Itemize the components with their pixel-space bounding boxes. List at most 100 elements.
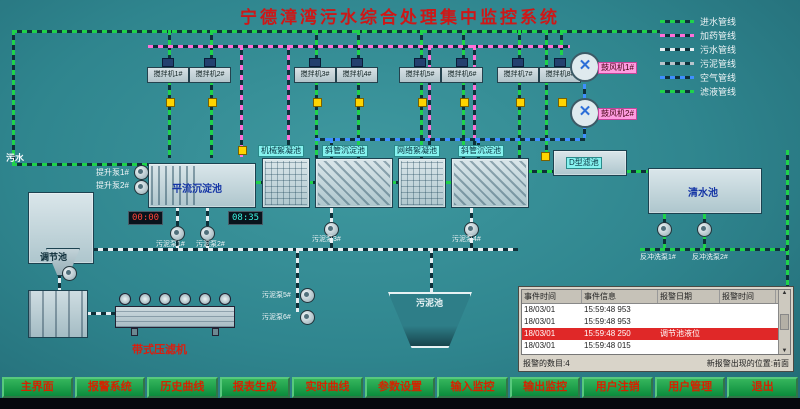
mixer-7[interactable]: 搅拌机7# — [497, 58, 539, 83]
alarm-col-header: 事件时间 — [522, 290, 582, 303]
menu-button-user-management[interactable]: 用户管理 — [654, 377, 726, 398]
scroll-up-icon[interactable]: ▲ — [781, 290, 788, 296]
alarm-table-header: 事件时间 事件信息 报警日期 报警时间 — [522, 290, 790, 304]
sludge-pump-icon[interactable] — [62, 266, 77, 281]
mixer-label: 搅拌机3# — [294, 67, 336, 83]
legend-item: 进水管线 — [660, 14, 792, 28]
valve-icon[interactable] — [418, 98, 427, 107]
mixer-label: 搅拌机5# — [399, 67, 441, 83]
mixer-5[interactable]: 搅拌机5# — [399, 58, 441, 83]
menu-button-history-curve[interactable]: 历史曲线 — [147, 377, 218, 398]
menu-button-realtime-curve[interactable]: 实时曲线 — [292, 377, 363, 398]
blower-fan-icon[interactable]: ✕ — [570, 52, 600, 82]
legend-item: 加药管线 — [660, 28, 792, 42]
alarm-col-header: 报警日期 — [658, 290, 720, 303]
sludge-pump-icon[interactable] — [324, 222, 339, 237]
backwash-pump-icon[interactable] — [697, 222, 712, 237]
pipe-tank-connector — [527, 170, 555, 173]
mixer-3[interactable]: 搅拌机3# — [294, 58, 336, 83]
mixer-4[interactable]: 搅拌机4# — [336, 58, 378, 83]
pipe-tank-connector — [391, 181, 400, 184]
menu-button-exit[interactable]: 退出 — [727, 377, 799, 398]
menu-button-main[interactable]: 主界面 — [2, 377, 73, 398]
mixer-1[interactable]: 搅拌机1# — [147, 58, 189, 83]
tank-label: 污泥池 — [416, 298, 444, 308]
belt-filter-press — [115, 293, 235, 336]
lift-pump-label: 提升泵1# — [96, 168, 129, 177]
mixer-2[interactable]: 搅拌机2# — [189, 58, 231, 83]
tank-label: D型滤池 — [566, 157, 602, 169]
mixer-label: 搅拌机6# — [441, 67, 483, 83]
pipe-sludge-main — [58, 248, 518, 251]
scroll-down-icon[interactable]: ▼ — [781, 348, 788, 354]
valve-icon[interactable] — [558, 98, 567, 107]
lift-pump-icon[interactable] — [134, 180, 149, 195]
alarm-cell — [720, 328, 776, 340]
sludge-pump-icon[interactable] — [200, 226, 215, 241]
menu-button-alarm-system[interactable]: 报警系统 — [74, 377, 146, 398]
press-leg — [212, 328, 219, 336]
tank-label: 清水池 — [688, 188, 718, 199]
alarm-row[interactable]: 18/03/01 15:59:48 015 — [522, 340, 790, 352]
alarm-date: 18/03/01 — [524, 317, 556, 326]
sludge-pump-icon[interactable] — [170, 226, 185, 241]
roller-icon — [219, 293, 231, 305]
sludge-line-swatch-icon — [660, 61, 694, 65]
legend-item: 污水管线 — [660, 42, 792, 56]
alarm-row[interactable]: 18/03/01 15:59:48 953 — [522, 316, 790, 328]
lift-pump-icon[interactable] — [134, 165, 149, 180]
legend-label: 加药管线 — [700, 30, 737, 41]
blower-fan-icon[interactable]: ✕ — [570, 98, 600, 128]
legend-item: 污泥管线 — [660, 56, 792, 70]
alarm-col-header: 事件信息 — [582, 290, 658, 303]
os-taskbar[interactable] — [0, 398, 800, 409]
alarm-panel: 事件时间 事件信息 报警日期 报警时间 18/03/01 15:59:48 95… — [518, 286, 794, 372]
valve-icon[interactable] — [313, 98, 322, 107]
pipe-dosing-drop — [473, 45, 476, 157]
sludge-pump-icon[interactable] — [300, 288, 315, 303]
pipe-mixer-drop — [168, 30, 171, 158]
alarm-row[interactable]: 18/03/01 15:59:48 953 — [522, 304, 790, 316]
menu-button-output-monitor[interactable]: 输出监控 — [509, 377, 581, 398]
valve-icon[interactable] — [355, 98, 364, 107]
tank-pattern — [265, 161, 307, 205]
tank-pattern — [454, 161, 526, 205]
filtrate-line-swatch-icon — [660, 89, 694, 93]
tank-horizontal-sedimentation — [148, 163, 256, 208]
alarm-row-active[interactable]: 18/03/01 15:59:48 250 调节池液位 — [522, 328, 790, 340]
sludge-pump-icon[interactable] — [300, 310, 315, 325]
tank-label: 平流沉淀池 — [172, 184, 222, 195]
valve-icon[interactable] — [541, 152, 550, 161]
menu-button-report[interactable]: 报表生成 — [219, 377, 291, 398]
backwash-pump-icon[interactable] — [657, 222, 672, 237]
valve-icon[interactable] — [460, 98, 469, 107]
tank-inclined-tube-sedimentation-1 — [315, 158, 393, 208]
menu-button-parameters[interactable]: 参数设置 — [364, 377, 436, 398]
pipe-dosing-drop — [287, 45, 290, 157]
mixer-motor-icon — [414, 58, 426, 67]
alarm-scrollbar[interactable]: ▲ ▼ — [778, 290, 790, 354]
mixer-motor-icon — [512, 58, 524, 67]
tank-label: 机械絮凝池 — [258, 145, 304, 157]
valve-icon[interactable] — [166, 98, 175, 107]
scroll-thumb[interactable] — [780, 314, 789, 330]
valve-icon[interactable] — [516, 98, 525, 107]
mixer-motor-icon — [162, 58, 174, 67]
valve-icon[interactable] — [238, 146, 247, 155]
belt-press-label: 带式压滤机 — [132, 344, 187, 356]
roller-icon — [159, 293, 171, 305]
sewage-line-swatch-icon — [660, 47, 694, 51]
pipe-sludge-drop — [296, 248, 299, 312]
sludge-pump-label: 污泥泵2# — [196, 241, 225, 248]
mixer-motor-icon — [309, 58, 321, 67]
legend-label: 进水管线 — [700, 16, 737, 27]
menu-button-input-monitor[interactable]: 输入监控 — [437, 377, 508, 398]
valve-icon[interactable] — [208, 98, 217, 107]
pipe-tank-connector — [256, 181, 264, 184]
mixer-6[interactable]: 搅拌机6# — [441, 58, 483, 83]
sludge-pump-icon[interactable] — [464, 222, 479, 237]
mixer-label: 搅拌机2# — [189, 67, 231, 83]
menu-button-logout[interactable]: 用户注销 — [582, 377, 653, 398]
tank-label: 网络絮凝池 — [394, 145, 440, 157]
